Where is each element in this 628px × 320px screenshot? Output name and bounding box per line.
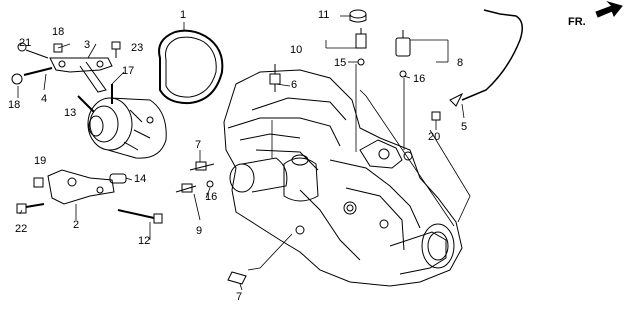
forward-arrow-icon bbox=[595, 0, 623, 18]
leader-lines bbox=[17, 15, 471, 291]
sensor-7-lower bbox=[227, 271, 247, 285]
bolt-22 bbox=[16, 203, 45, 214]
callout-11: 11 bbox=[318, 9, 330, 21]
alternator-lower-bracket bbox=[47, 169, 115, 205]
orientation-indicator: FR. bbox=[568, 6, 624, 34]
callout-16: 16 bbox=[413, 73, 426, 85]
engine-block bbox=[223, 69, 463, 287]
clip-20 bbox=[431, 111, 441, 121]
nut-19 bbox=[33, 177, 44, 188]
callout-2: 2 bbox=[73, 219, 80, 231]
callout-21: 21 bbox=[19, 37, 32, 49]
callout-13: 13 bbox=[64, 107, 77, 119]
callout-22: 22 bbox=[15, 223, 28, 235]
bolt-21 bbox=[17, 42, 49, 59]
callout-10: 10 bbox=[290, 44, 303, 56]
callout-8: 8 bbox=[457, 57, 464, 69]
callout-23: 23 bbox=[131, 42, 144, 54]
sensor-9 bbox=[175, 183, 197, 193]
callout-5: 5 bbox=[461, 121, 468, 133]
callout-18-lower: 18 bbox=[8, 99, 21, 111]
callout-7-lower: 7 bbox=[236, 291, 243, 303]
switch-6 bbox=[269, 64, 281, 92]
oil-filter bbox=[283, 154, 319, 202]
sensor-10 bbox=[355, 28, 367, 66]
sensor-8 bbox=[395, 30, 411, 78]
callout-17: 17 bbox=[122, 65, 135, 77]
spacer-14 bbox=[109, 173, 127, 184]
callout-14: 14 bbox=[134, 173, 147, 185]
callout-16-lower: 16 bbox=[205, 191, 218, 203]
starter-motor bbox=[229, 157, 288, 193]
callout-4: 4 bbox=[41, 93, 48, 105]
callout-6: 6 bbox=[291, 79, 298, 91]
nut-18-top bbox=[53, 43, 63, 53]
alternator-upper-bracket bbox=[49, 57, 113, 93]
bolt-12 bbox=[117, 209, 163, 224]
callout-18: 18 bbox=[52, 26, 65, 38]
bolt-4 bbox=[11, 67, 53, 85]
transmission-housing bbox=[359, 139, 455, 269]
callout-15: 15 bbox=[334, 57, 347, 69]
callout-19: 19 bbox=[34, 155, 47, 167]
callout-1: 1 bbox=[180, 9, 187, 21]
sensor-7 bbox=[189, 161, 215, 171]
alternator bbox=[87, 97, 167, 159]
cap-11 bbox=[349, 9, 367, 23]
speedometer-cable bbox=[449, 9, 523, 107]
callout-20: 20 bbox=[428, 131, 441, 143]
bolt-23 bbox=[111, 41, 121, 58]
orientation-label: FR. bbox=[568, 16, 586, 28]
callout-9: 9 bbox=[196, 225, 203, 237]
callout-12: 12 bbox=[138, 235, 151, 247]
callout-7: 7 bbox=[195, 139, 202, 151]
callout-3: 3 bbox=[84, 39, 91, 51]
washer-16 bbox=[206, 180, 214, 188]
drive-belt bbox=[158, 29, 224, 105]
